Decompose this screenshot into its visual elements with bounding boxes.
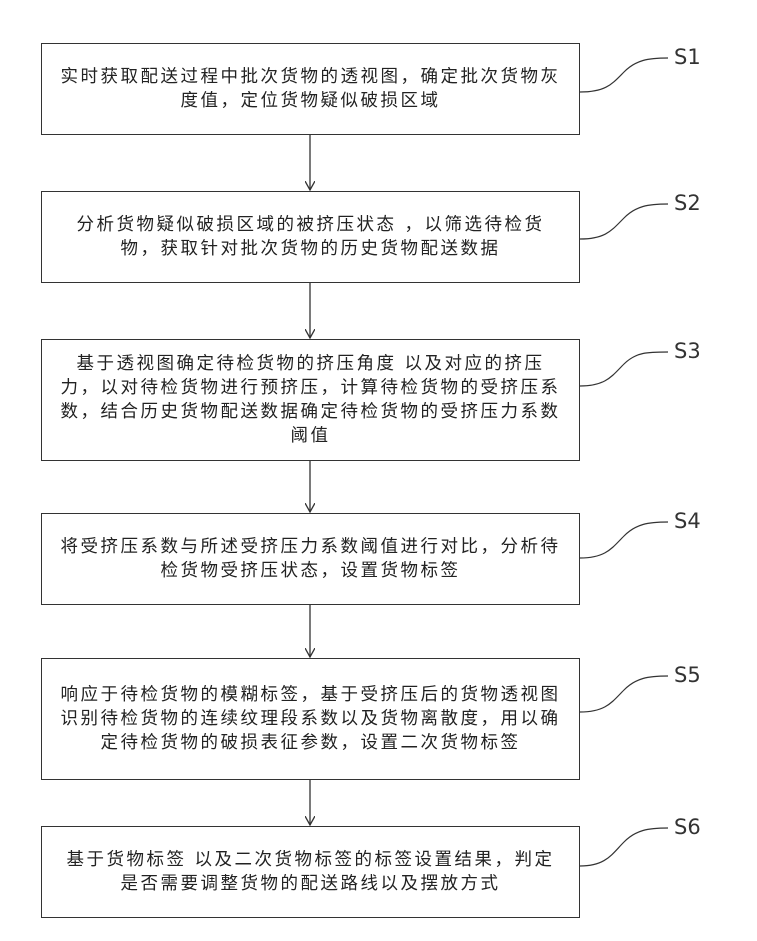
leader-s3 [580,352,668,386]
leader-s2 [580,204,668,239]
leader-s4 [580,522,668,558]
leader-s1 [580,58,668,92]
leader-s6 [580,828,668,866]
step-label-s6: S6 [674,815,701,839]
step-label-s3: S3 [674,339,701,363]
leader-s5 [580,676,668,712]
step-label-s5: S5 [674,663,701,687]
step-label-s2: S2 [674,191,701,215]
step-label-s1: S1 [674,45,701,69]
step-label-s4: S4 [674,509,701,533]
